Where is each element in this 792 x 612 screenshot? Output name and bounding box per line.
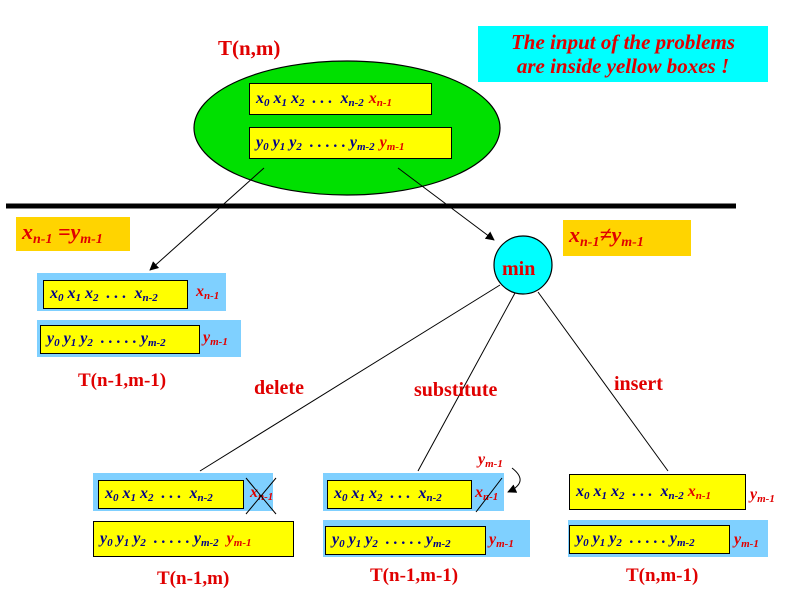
bottom-left-label: T(n-1,m) (157, 568, 230, 589)
x-prefix: x0 x1 x2 . . . xn-2 (256, 89, 364, 109)
x-prefix: x0 x1 x2 . . . xn-2 (105, 485, 213, 504)
left-y-box: y0 y1 y2 . . . . . ym-2 (40, 325, 200, 354)
bottom-right-label: T(n,m-1) (626, 565, 699, 586)
insert-y-box: y0 y1 y2 . . . . . ym-2 (569, 525, 730, 554)
insert-label: insert (614, 373, 663, 395)
subst-y-last: ym-1 (489, 531, 514, 550)
delete-branch (199, 284, 501, 472)
y-last: ym-1 (226, 529, 252, 549)
root-y-box: y0 y1 y2 . . . . . ym-2 ym-1 (249, 127, 452, 159)
x-prefix: x0 x1 x2 . . . xn-2 (50, 285, 158, 304)
min-label: min (502, 258, 536, 280)
insert-x-box: x0 x1 x2 . . . xn-2 xn-1 (569, 474, 746, 510)
left-result-label: T(n-1,m-1) (78, 370, 167, 391)
x-prefix: x0 x1 x2 . . . xn-2 (576, 482, 684, 502)
delete-x-box: x0 x1 x2 . . . xn-2 (98, 480, 244, 509)
left-y-dropped: ym-1 (203, 329, 228, 348)
bottom-mid-label: T(n-1,m-1) (370, 565, 459, 586)
arrow-to-left-result (149, 167, 265, 271)
root-x-box: x0 x1 x2 . . . xn-2 xn-1 (249, 83, 432, 115)
x-last: xn-1 (368, 89, 393, 109)
subst-x-box: x0 x1 x2 . . . xn-2 (327, 480, 472, 509)
hint-line-1: The input of the problems (510, 30, 736, 54)
y-prefix: y0 y1 y2 . . . . . ym-2 (256, 133, 375, 153)
x-last: xn-1 (687, 482, 712, 502)
left-x-box: x0 x1 x2 . . . xn-2 (43, 280, 188, 309)
x-prefix: x0 x1 x2 . . . xn-2 (334, 485, 442, 504)
insert-y-new: ym-1 (750, 486, 775, 505)
y-prefix: y0 y1 y2 . . . . . ym-2 (332, 531, 451, 550)
y-prefix: y0 y1 y2 . . . . . ym-2 (100, 529, 219, 549)
root-label: T(n,m) (218, 36, 281, 60)
subst-y-box: y0 y1 y2 . . . . . ym-2 (325, 526, 486, 555)
substitute-branch (417, 292, 516, 472)
arrow-to-min (397, 167, 495, 241)
left-x-dropped: xn-1 (196, 283, 220, 302)
hint-line-2: are inside yellow boxes ! (516, 54, 730, 78)
substitute-label: substitute (414, 379, 498, 401)
subst-x-last: xn-1 (475, 484, 499, 503)
y-prefix: y0 y1 y2 . . . . . ym-2 (576, 530, 695, 549)
insert-branch (537, 291, 669, 472)
insert-y-last: ym-1 (734, 531, 759, 550)
y-last: ym-1 (379, 133, 405, 153)
condition-not-equal: xn-1≠ym-1 (563, 220, 691, 256)
delete-label: delete (254, 377, 304, 399)
subst-y-new: ym-1 (478, 451, 503, 470)
hint-note: The input of the problems are inside yel… (478, 26, 768, 82)
min-circle (493, 235, 553, 295)
y-prefix: y0 y1 y2 . . . . . ym-2 (47, 330, 166, 349)
condition-equal: xn-1 =ym-1 (16, 217, 130, 251)
delete-y-box: y0 y1 y2 . . . . . ym-2 ym-1 (93, 521, 294, 557)
delete-x-last: xn-1 (250, 484, 274, 503)
